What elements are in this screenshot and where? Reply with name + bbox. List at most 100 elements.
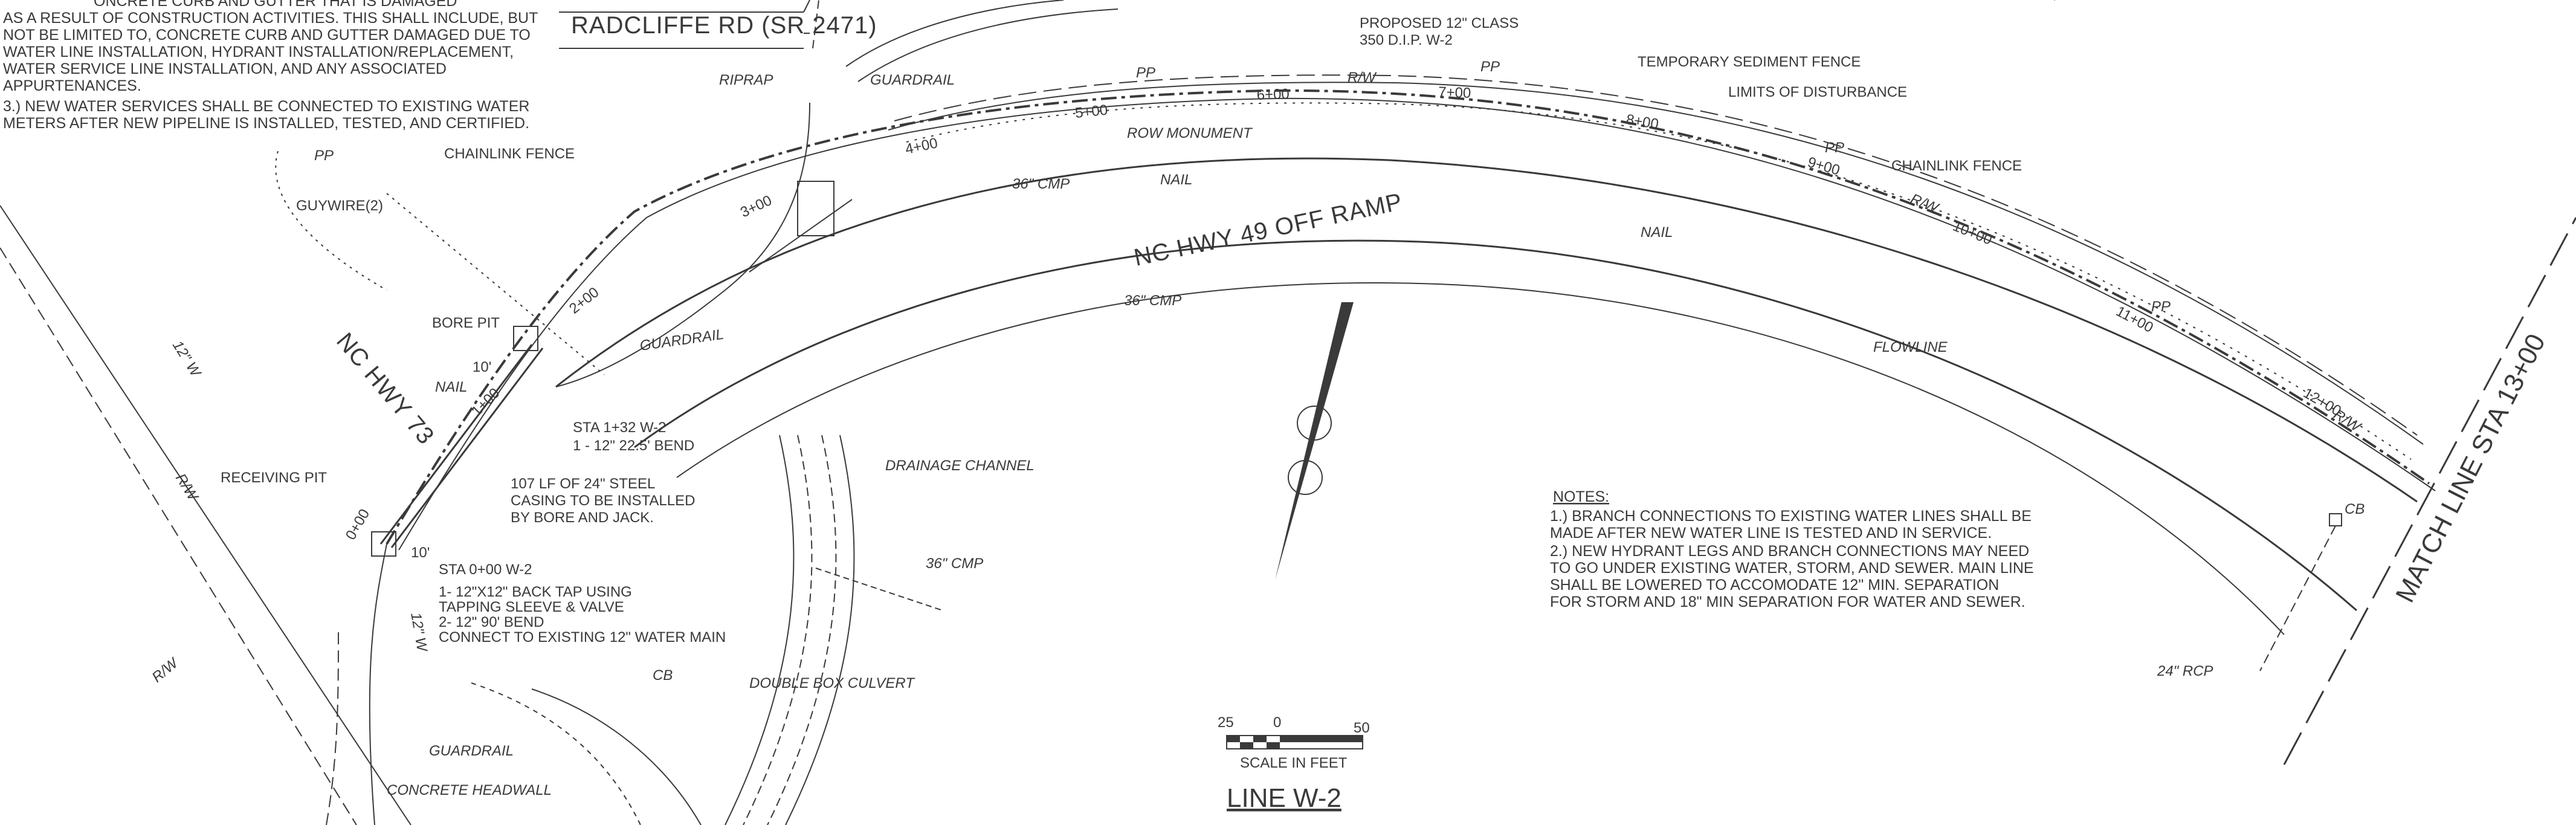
headwall-curve (531, 688, 702, 825)
cmp-label: 36" CMP (1012, 176, 1070, 192)
cmp-label: 36" CMP (1124, 293, 1181, 309)
guardrail-label: GUARDRAIL (870, 72, 955, 88)
match-line-dashes (2283, 217, 2576, 765)
row-monument-label: ROW MONUMENT (1127, 125, 1253, 141)
notes-heading: NOTES: (1553, 488, 1609, 505)
casing-note: BY BORE AND JACK. (511, 510, 654, 526)
casing-line (379, 344, 533, 545)
station-label: 7+00 (1438, 84, 1471, 102)
station-label: 10+00 (1951, 218, 1995, 248)
catch-basin-label: CB (653, 667, 673, 684)
scale-tick-label: 50 (1354, 720, 1370, 736)
ramp-edge-line (555, 157, 2418, 503)
scale-caption: SCALE IN FEET (1240, 755, 1348, 771)
ramp-edge-line (634, 239, 2357, 612)
dimension-label: 10' (473, 359, 491, 375)
scale-tick-label: 25 (1218, 714, 1234, 731)
scale-bar-segment (1253, 736, 1267, 742)
bend-label: 1 - 12" 22.5' BEND (573, 438, 694, 454)
top-note-partial: ONCRETE CURB AND GUTTER THAT IS DAMAGED (94, 0, 457, 10)
row-label: R/W (172, 471, 202, 505)
notes-line: SHALL BE LOWERED TO ACCOMODATE 12" MIN. … (1550, 577, 1999, 594)
station-label: 3+00 (738, 192, 774, 221)
dimension-label: 10' (411, 545, 430, 561)
cmp-pipe-line (815, 568, 943, 611)
scale-bar-segment (1280, 736, 1363, 742)
nail-label: NAIL (435, 379, 467, 395)
top-note-line: APPURTENANCES. (3, 77, 141, 94)
radcliffe-road: RADCLIFFE RD (SR 2471) (559, 0, 1119, 82)
water-line-label: 12" W (407, 611, 430, 654)
tap-note: CONNECT TO EXISTING 12" WATER MAIN (439, 629, 726, 645)
nail-label: NAIL (1641, 224, 1673, 241)
chainlink-fence-label: CHAINLINK FENCE (444, 146, 575, 162)
radcliffe-row-line (812, 0, 819, 49)
proposed-pipe-label: PROPOSED 12" CLASS (1360, 15, 1519, 31)
row-label: R/W (1348, 70, 1377, 86)
tap-note: TAPPING SLEEVE & VALVE (439, 599, 624, 615)
notes-line: FOR STORM AND 18" MIN SEPARATION FOR WAT… (1550, 594, 2026, 610)
flowline-label: FLOWLINE (1873, 339, 1948, 355)
ramp-edge-line (676, 282, 2285, 635)
guardrail-curve (471, 682, 641, 825)
radcliffe-label: RADCLIFFE RD (SR 2471) (571, 12, 877, 39)
receiving-pit-label: RECEIVING PIT (221, 470, 327, 486)
notes-line: TO GO UNDER EXISTING WATER, STORM, AND S… (1550, 560, 2034, 577)
hwy73-edge-line (0, 205, 412, 825)
nc49-label: NC HWY 49 OFF RAMP (1132, 189, 1405, 271)
plan-labels: PROPOSED 12" CLASS 350 D.I.P. W-2 TEMPOR… (149, 15, 2365, 798)
scale-bar-segment (1227, 736, 1240, 742)
nail-label: NAIL (1160, 172, 1192, 188)
water-line-offset (398, 97, 2436, 551)
culvert-line (743, 435, 813, 825)
right-of-way-line (894, 74, 2418, 436)
north-arrow-ornament (1297, 406, 1332, 441)
station-label: 0+00 (343, 506, 373, 543)
drainage-channel-label: DRAINAGE CHANNEL (885, 458, 1035, 474)
power-pole-label: PP (1136, 65, 1155, 81)
notes-line: 2.) NEW HYDRANT LEGS AND BRANCH CONNECTI… (1550, 543, 2029, 560)
power-pole-label: PP (2151, 299, 2171, 315)
north-arrow-ornament (1288, 460, 1323, 495)
top-note-line: METERS AFTER NEW PIPELINE IS INSTALLED, … (3, 115, 529, 132)
radcliffe-curve (845, 0, 1064, 67)
limits-label: LIMITS OF DISTURBANCE (1728, 84, 1907, 100)
limits-of-disturbance (906, 102, 2412, 460)
row-fence-lines (888, 0, 2424, 460)
bore-pit-label: BORE PIT (432, 315, 500, 331)
water-line-label: 12" W (169, 338, 204, 381)
culvert-line (767, 435, 837, 825)
guywire-label: GUYWIRE(2) (296, 198, 383, 214)
north-arrow-icon (1275, 302, 1354, 580)
riprap-pad (797, 181, 834, 236)
match-line-label: MATCH LINE STA 13+00 (2390, 329, 2551, 607)
guardrail-curve (555, 102, 810, 387)
receiving-pit-box (371, 531, 396, 557)
culvert-line (725, 435, 795, 825)
station-label: 4+00 (904, 135, 939, 158)
top-note-line: NOT BE LIMITED TO, CONCRETE CURB AND GUT… (3, 27, 531, 44)
tap-note: 1- 12"X12" BACK TAP USING (439, 584, 632, 600)
drawing-title: LINE W-2 (1227, 783, 1341, 813)
radcliffe-edge-line (803, 0, 810, 13)
culvert-line (785, 435, 855, 825)
casing-line (390, 348, 544, 548)
catch-basin-symbol (2329, 513, 2342, 526)
station-label: 6+00 (1256, 86, 1290, 103)
sediment-fence-line (888, 82, 2424, 445)
radcliffe-curve (857, 8, 1119, 82)
nc49-off-ramp: NC HWY 49 OFF RAMP (555, 157, 2418, 635)
sediment-fence-label: TEMPORARY SEDIMENT FENCE (1638, 54, 1861, 70)
rcp-label: 24" RCP (2157, 663, 2213, 679)
scale-bar-segment (1240, 742, 1253, 749)
bore-pit-box (513, 326, 538, 351)
top-note-line: WATER LINE INSTALLATION, HYDRANT INSTALL… (3, 44, 514, 60)
sta-000-label: STA 0+00 W-2 (439, 561, 532, 578)
bore-casing (371, 326, 544, 557)
hwy73-row-line (326, 628, 339, 825)
chainlink-fence-label: CHAINLINK FENCE (1891, 158, 2022, 174)
top-note-line: WATER SERVICE LINE INSTALLATION, AND ANY… (3, 60, 447, 77)
rcp-pipe-line (2259, 525, 2336, 671)
headwall-label: CONCRETE HEADWALL (387, 782, 552, 798)
